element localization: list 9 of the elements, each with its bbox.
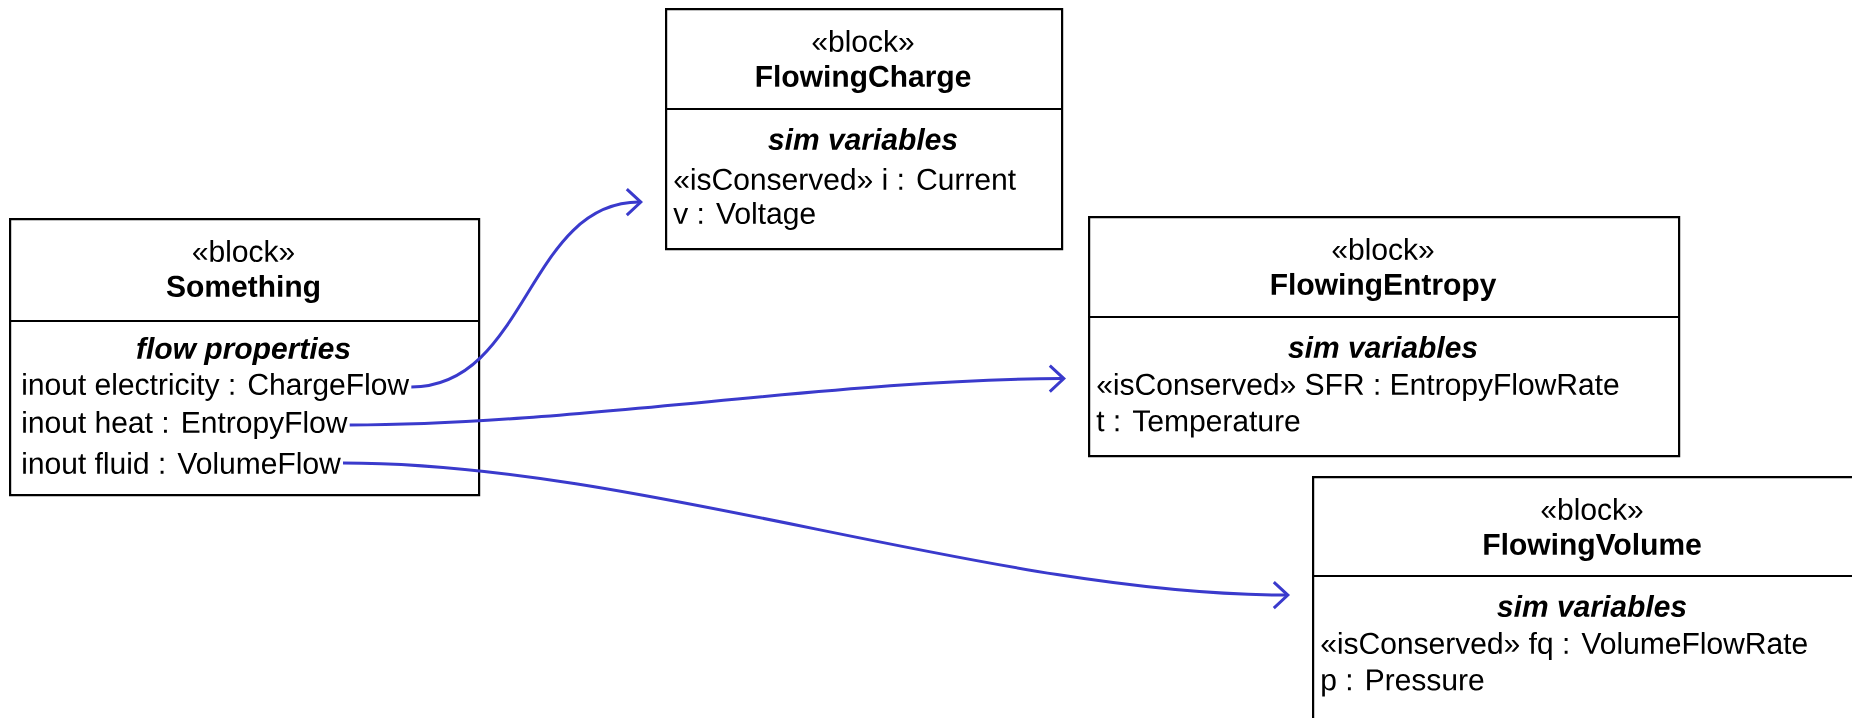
property-text: inout fluid : VolumeFlow [23, 452, 341, 474]
block-box: «block» FlowingVolume sim variables «isConserved» fq : VolumeFlowRate p : Pressure [1312, 476, 1852, 718]
property-text: inout electricity : ChargeFlow [23, 373, 410, 401]
arrow [342, 461, 1290, 610]
arrow [411, 188, 643, 389]
block-box: «block» FlowingEntropy sim variables «isConserved» SFR : EntropyFlowRate t : Temperature [1088, 216, 1681, 458]
block-box: «block» FlowingCharge sim variables «isConserved» i : Current v : Voltage [665, 8, 1064, 251]
arrow [349, 364, 1066, 427]
property-text: inout heat : EntropyFlow [23, 411, 348, 439]
